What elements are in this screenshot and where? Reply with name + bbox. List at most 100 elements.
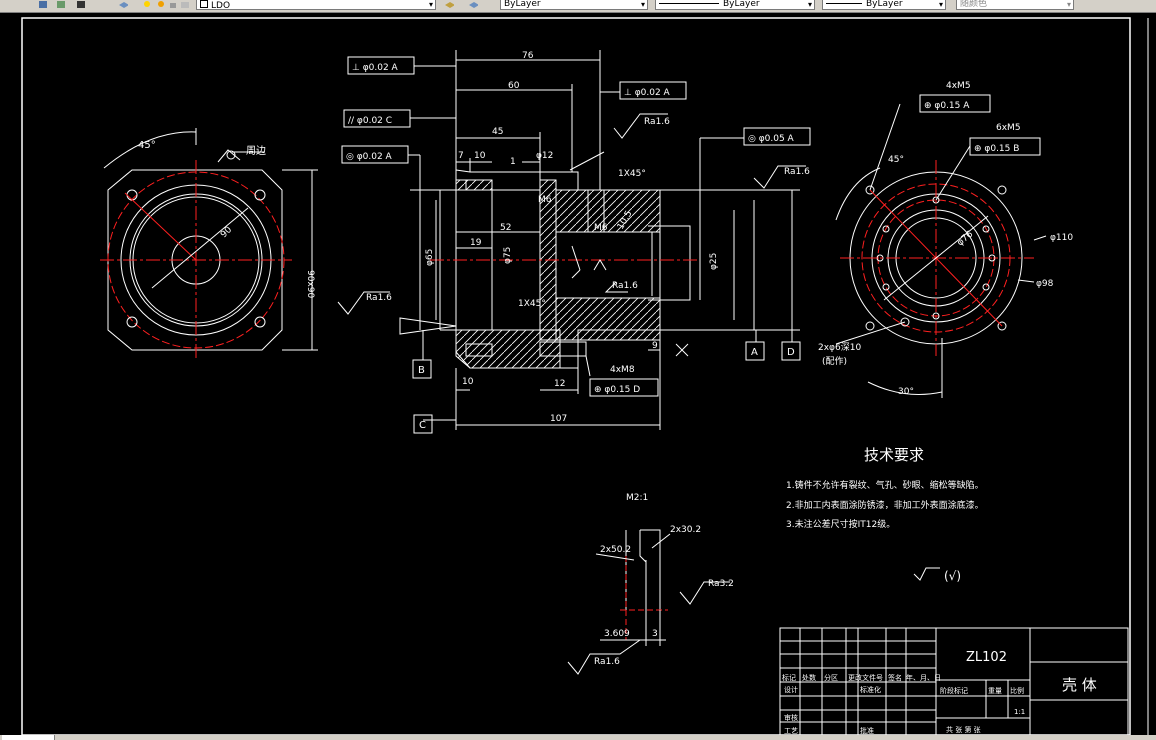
dim-10: 10 <box>474 151 486 161</box>
roughness-symbol: (√) <box>944 569 961 583</box>
ra-label-4: Ra1.6 <box>612 281 638 291</box>
layer-dropdown[interactable]: LDO ▾ <box>196 0 436 11</box>
plotstyle-dropdown[interactable]: 随颜色 ▾ <box>956 0 1074 10</box>
tb-label-process: 工艺 <box>784 727 798 735</box>
tb-stage: 阶段标记 <box>940 686 968 695</box>
tb-label-standard: 标准化 <box>860 685 881 694</box>
layers-icon[interactable] <box>118 0 128 10</box>
ra-label-2: Ra1.6 <box>784 167 810 177</box>
tol-pos-b: ⊕ φ0.15 B <box>974 144 1019 154</box>
detail-3: 3 <box>652 629 658 639</box>
angle-label: 45° <box>138 140 156 151</box>
color-dropdown[interactable]: ByLayer ▾ <box>500 0 648 10</box>
lock-icon[interactable] <box>168 0 178 10</box>
tol-perp-a2: ⊥ φ0.02 A <box>624 88 671 98</box>
status-bar <box>0 735 1156 740</box>
dim-10b: 10 <box>462 377 474 387</box>
tol-perp-a: ⊥ φ0.02 A <box>352 63 399 73</box>
detail-dim-a: 2x50.2 <box>600 545 631 555</box>
holes-4m5: 4xM5 <box>946 81 971 91</box>
holes-4m8: 4xM8 <box>610 365 635 375</box>
dim-1: 1 <box>510 157 516 167</box>
tol-conc-a: ◎ φ0.02 A <box>346 152 393 162</box>
layer-state-icon[interactable] <box>56 0 66 10</box>
ra-label-1: Ra1.6 <box>644 117 670 127</box>
lineweight-dropdown[interactable]: ByLayer ▾ <box>822 0 946 10</box>
detail-width: 3.609 <box>604 629 630 639</box>
lineweight-value: ByLayer <box>866 0 903 9</box>
dim-45: 45 <box>492 127 503 137</box>
detail-ra: Ra3.2 <box>708 579 734 589</box>
dim-90x90: 90x90 <box>305 270 315 299</box>
plotstyle-value: 随颜色 <box>960 0 988 9</box>
model-tab[interactable] <box>2 735 55 740</box>
dim-m6: M6 <box>538 195 552 205</box>
chamfer-label-2: 1X45° <box>518 299 546 309</box>
dim-phi98: φ98 <box>1036 279 1054 289</box>
print-icon[interactable] <box>180 0 190 10</box>
ra-label-3: Ra1.6 <box>366 293 392 303</box>
detail-scale: M2:1 <box>626 493 648 503</box>
tb-header-zone: 分区 <box>824 673 838 682</box>
detail-dim-b: 2x30.2 <box>670 525 701 535</box>
datum-c: C <box>419 420 426 431</box>
dim-phi75: φ75 <box>503 247 513 264</box>
linetype-dropdown[interactable]: ByLayer ▾ <box>655 0 815 10</box>
dim-52: 52 <box>500 223 511 233</box>
left-view <box>100 128 318 360</box>
dim-phi110: φ110 <box>1050 233 1073 243</box>
dim-60: 60 <box>508 81 520 91</box>
tb-header-sign: 签名 <box>888 673 902 682</box>
dim-phi65: φ65 <box>425 249 435 266</box>
tb-label-approve: 批准 <box>860 726 874 735</box>
requirement-1: 1.铸件不允许有裂纹、气孔、砂眼、缩松等缺陷。 <box>786 479 984 491</box>
requirements-title: 技术要求 <box>864 446 924 464</box>
tol-conc-a2: ◎ φ0.05 A <box>748 134 795 144</box>
layer-color-swatch <box>200 0 208 8</box>
tb-header-date: 年、月、日 <box>906 673 941 682</box>
dim-12: 12 <box>554 379 565 389</box>
detail-ra-2: Ra1.6 <box>594 657 620 667</box>
chevron-down-icon[interactable]: ▾ <box>938 0 943 9</box>
chevron-down-icon[interactable]: ▾ <box>428 0 433 9</box>
chamfer-label: 1X45° <box>618 169 646 179</box>
angle-label-right: 45° <box>888 155 904 165</box>
datum-b: B <box>418 365 425 376</box>
tb-ratio: 比例 <box>1010 686 1024 695</box>
part-code: ZL102 <box>966 650 1007 665</box>
dim-76: 76 <box>522 51 534 61</box>
dim-m6b: M6 <box>594 223 608 233</box>
linetype-value: ByLayer <box>723 0 760 9</box>
tolerance-frames <box>341 56 1041 397</box>
chevron-down-icon[interactable]: ▾ <box>1066 0 1071 9</box>
dim-9: 9 <box>652 341 658 351</box>
chevron-down-icon[interactable]: ▾ <box>807 0 812 9</box>
layer-manager-icon[interactable] <box>38 0 48 10</box>
layer-name: LDO <box>211 1 231 11</box>
tb-label-design: 设计 <box>784 685 798 694</box>
dim-phi76: φ76 <box>956 229 976 248</box>
tol-parallel-c: // φ0.02 C <box>348 116 392 126</box>
holes-2-match: (配作) <box>822 355 847 367</box>
layer-match-icon[interactable] <box>468 0 478 10</box>
lightbulb-icon[interactable] <box>142 0 152 10</box>
make-current-icon[interactable] <box>444 0 454 10</box>
datum-a: A <box>751 347 758 358</box>
part-name: 壳 体 <box>1062 676 1097 694</box>
chevron-down-icon[interactable]: ▾ <box>640 0 645 9</box>
tol-pos-d: ⊕ φ0.15 D <box>594 385 640 395</box>
holes-6m5: 6xM5 <box>996 123 1021 133</box>
tb-header-change: 更改文件号 <box>848 673 883 682</box>
tol-pos-a: ⊕ φ0.15 A <box>924 101 970 111</box>
sun-icon[interactable] <box>156 0 166 10</box>
right-view <box>835 103 1047 398</box>
dim-phi25: φ25 <box>709 253 719 270</box>
tb-label-review: 审核 <box>784 713 798 722</box>
dim-7: 7 <box>458 151 464 161</box>
datum-d: D <box>787 347 795 358</box>
dim-19: 19 <box>470 238 482 248</box>
dim-phi12: φ12 <box>536 151 553 161</box>
requirement-3: 3.未注公差尺寸按IT12级。 <box>786 518 895 530</box>
layer-previous-icon[interactable] <box>76 0 86 10</box>
